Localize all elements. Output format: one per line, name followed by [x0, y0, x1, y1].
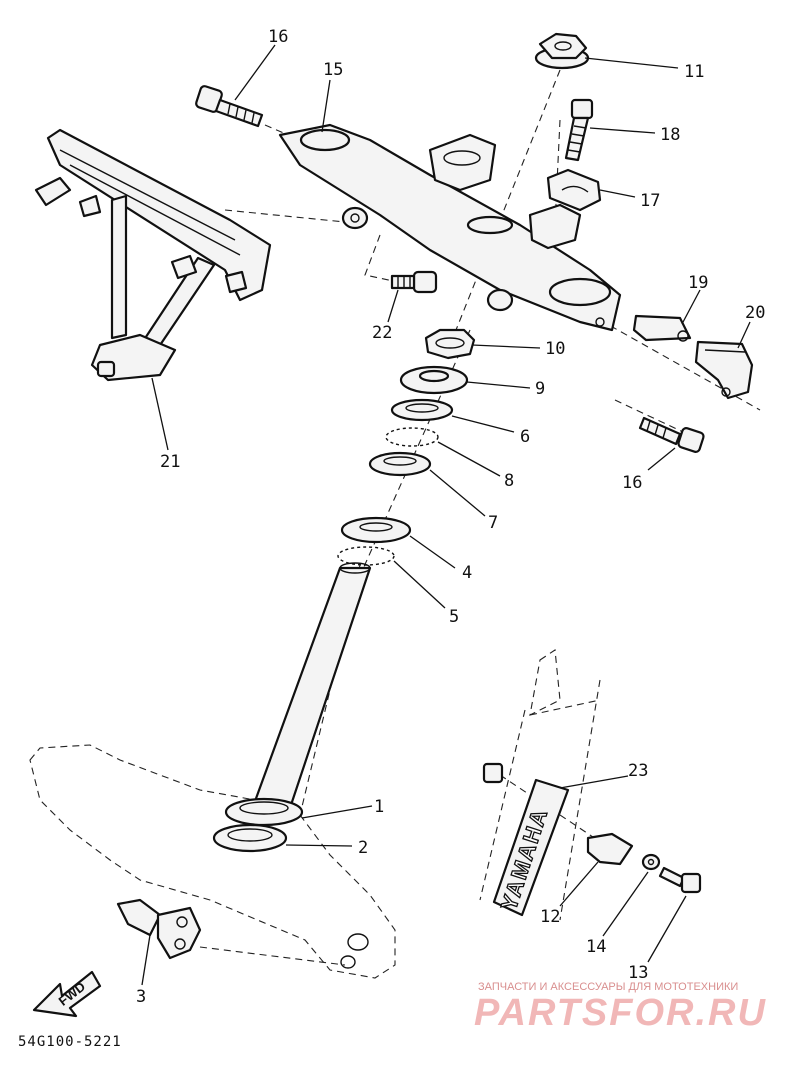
callout-4: 4	[462, 563, 472, 583]
guide-12	[586, 832, 634, 866]
fwd-arrow: FWD	[32, 970, 102, 1018]
bearing-1	[224, 797, 304, 827]
callout-15: 15	[323, 60, 343, 80]
callout-9: 9	[535, 379, 545, 399]
diagram-code: 54G100-5221	[18, 1034, 122, 1050]
callout-16-upper: 16	[268, 27, 288, 47]
callout-numbers: 16 15 11 18 17 19 20 22 10 9 6 8 7 16 21…	[136, 27, 765, 1007]
callout-7: 7	[488, 513, 498, 533]
bolt-16-upper	[195, 85, 264, 128]
ball-race-6	[390, 398, 454, 422]
callout-20: 20	[745, 303, 765, 323]
callout-5: 5	[449, 607, 459, 627]
meter-bracket	[34, 128, 272, 382]
callout-10: 10	[545, 339, 565, 359]
clamp-19	[632, 314, 692, 342]
balls-8	[385, 427, 439, 447]
steering-stem	[252, 562, 372, 810]
watermark-logo: PARTSFOR.RU	[474, 992, 767, 1034]
ball-race-7	[368, 451, 432, 477]
ball-race-4	[340, 516, 412, 544]
callout-23: 23	[628, 761, 648, 781]
bolt-22	[390, 270, 438, 294]
clamp-20	[694, 340, 754, 400]
callout-12: 12	[540, 907, 560, 927]
callout-14: 14	[586, 937, 606, 957]
callout-16-lower: 16	[622, 473, 642, 493]
callout-2: 2	[358, 838, 368, 858]
callout-19: 19	[688, 273, 708, 293]
washer-14	[641, 853, 661, 871]
callout-22: 22	[372, 323, 392, 343]
callout-11: 11	[684, 62, 704, 82]
ring-nut	[424, 328, 476, 360]
crown-nut	[534, 32, 590, 70]
callout-6: 6	[520, 427, 530, 447]
callout-1: 1	[374, 797, 384, 817]
bolt-18	[564, 98, 594, 162]
bolt-13	[658, 866, 702, 894]
under-bracket-hole	[340, 933, 369, 969]
stopper-3	[116, 898, 202, 960]
callout-17: 17	[640, 191, 660, 211]
callout-18: 18	[660, 125, 680, 145]
under-bracket-outline	[29, 744, 396, 979]
callout-8: 8	[504, 471, 514, 491]
fork-tube	[479, 649, 601, 921]
callout-3: 3	[136, 987, 146, 1007]
watermark: ЗАПЧАСТИ И АКСЕССУАРЫ ДЛЯ МОТОТЕХНИКИ PA…	[474, 981, 767, 1034]
watermark-tagline: ЗАПЧАСТИ И АКСЕССУАРЫ ДЛЯ МОТОТЕХНИКИ	[478, 981, 738, 993]
fork-guide-23	[482, 762, 504, 784]
bolt-16-lower	[638, 416, 705, 453]
callout-21: 21	[160, 452, 180, 472]
upper-bracket	[278, 123, 622, 332]
callout-13: 13	[628, 963, 648, 983]
seal-2	[212, 823, 288, 853]
fork-brand-label: YAMAHA	[496, 805, 553, 914]
handle-holder-cap	[546, 168, 602, 212]
leader-lines	[141, 44, 751, 986]
washer-9	[399, 365, 469, 395]
